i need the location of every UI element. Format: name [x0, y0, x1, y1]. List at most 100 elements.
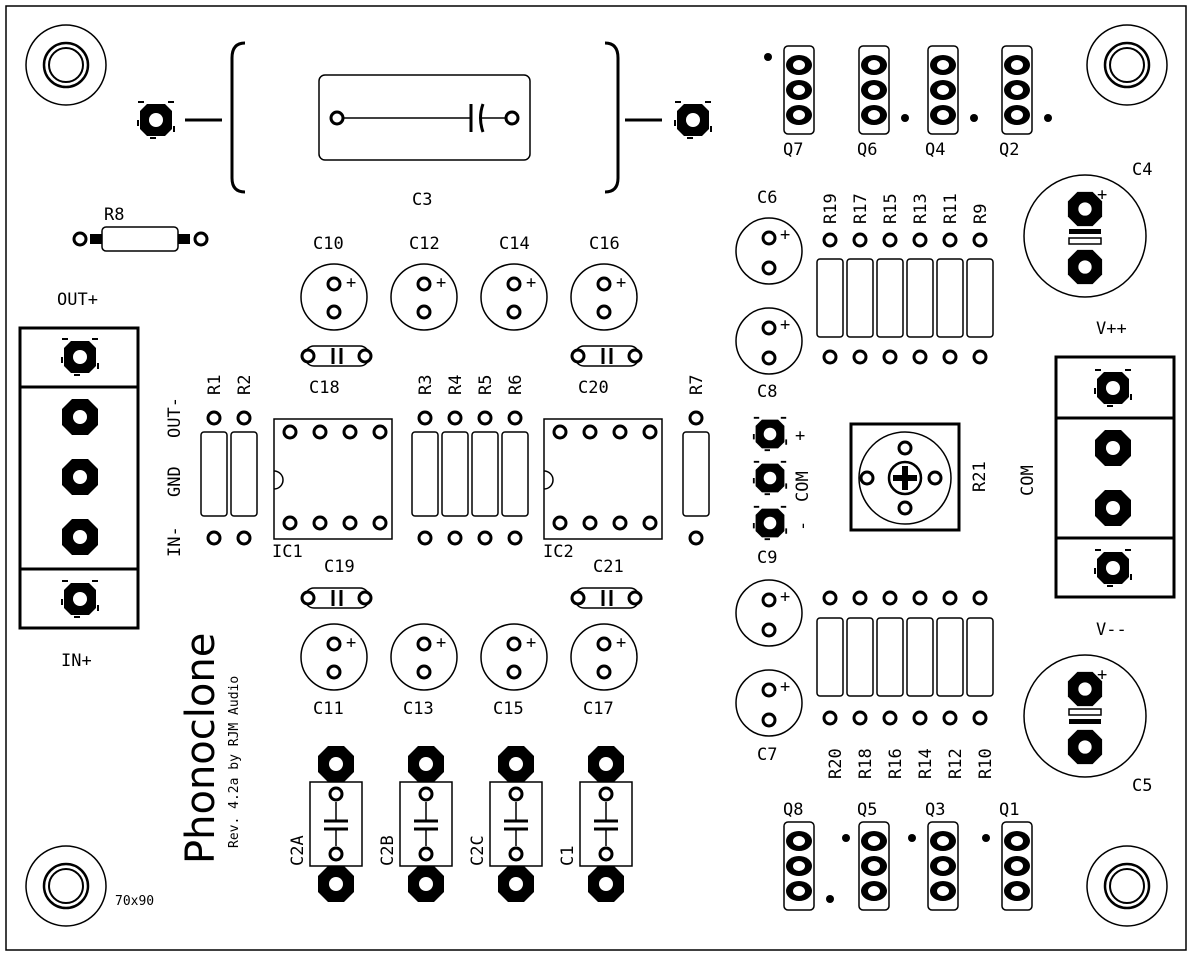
r6-label: R6: [506, 375, 526, 395]
mounting-hole-tl: [24, 23, 108, 107]
c12-label: C12: [409, 234, 440, 254]
svg-text:+: +: [436, 273, 446, 293]
transistors-top: [764, 45, 1052, 135]
r21-label: R21: [970, 461, 990, 492]
vpp-label: V++: [1096, 319, 1127, 339]
c1-label: C1: [558, 846, 578, 866]
c2c-label: C2C: [468, 835, 488, 866]
electrolytic-caps-right: + + + +: [735, 217, 803, 737]
r14-label: R14: [916, 748, 936, 779]
c6-label: C6: [757, 188, 777, 208]
mounting-hole-br: [1085, 844, 1169, 928]
r3-label: R3: [416, 375, 436, 395]
c10-label: C10: [313, 234, 344, 254]
q5-label: Q5: [857, 800, 877, 820]
c16-label: C16: [589, 234, 620, 254]
resistors-r1-r7: [200, 410, 710, 546]
c3-label: C3: [412, 190, 432, 210]
ic2-dip8: [543, 418, 663, 540]
vmm-label: V--: [1096, 620, 1127, 640]
q8-label: Q8: [783, 800, 803, 820]
mounting-hole-tr: [1085, 23, 1169, 107]
r8-label: R8: [104, 205, 124, 225]
r17-label: R17: [851, 193, 871, 224]
c4-capacitor: +: [1023, 174, 1147, 298]
film-caps-c18-c20: [300, 345, 643, 367]
r10-label: R10: [976, 748, 996, 779]
board-title: Phonoclone: [178, 633, 224, 864]
r15-label: R15: [881, 193, 901, 224]
svg-text:+: +: [526, 273, 536, 293]
c20-label: C20: [578, 378, 609, 398]
in-minus-label: IN-: [165, 526, 185, 557]
r12-label: R12: [946, 748, 966, 779]
io-terminal-block: [18, 326, 140, 630]
svg-text:+: +: [346, 633, 356, 653]
svg-text:+: +: [1097, 665, 1107, 685]
r4-label: R4: [446, 375, 466, 395]
ic1-dip8: [273, 418, 393, 540]
transistors-bottom: [783, 821, 1033, 911]
c5-label: C5: [1132, 776, 1152, 796]
resistor-bank-bottom: [816, 590, 994, 726]
svg-text:+: +: [780, 315, 790, 335]
r20-label: R20: [826, 748, 846, 779]
q6-label: Q6: [857, 140, 877, 160]
film-caps-c2-c1: [309, 746, 633, 902]
c9-com-label: COM: [793, 471, 813, 502]
r16-label: R16: [886, 748, 906, 779]
gnd-label: GND: [165, 466, 185, 497]
c18-label: C18: [309, 378, 340, 398]
c15-label: C15: [493, 699, 524, 719]
r19-label: R19: [821, 193, 841, 224]
c9-plus-label: +: [795, 426, 805, 446]
q1-label: Q1: [999, 800, 1019, 820]
svg-text:+: +: [1097, 185, 1107, 205]
c9-pads: [752, 416, 788, 541]
q7-label: Q7: [783, 140, 803, 160]
c21-label: C21: [593, 557, 624, 577]
c7-label: C7: [757, 745, 777, 765]
film-caps-c19-c21: [300, 587, 643, 609]
svg-text:+: +: [780, 587, 790, 607]
c2b-label: C2B: [378, 835, 398, 866]
r11-label: R11: [941, 193, 961, 224]
svg-text:+: +: [616, 273, 626, 293]
r5-label: R5: [476, 375, 496, 395]
r7-label: R7: [687, 375, 707, 395]
q3-label: Q3: [925, 800, 945, 820]
svg-text:+: +: [616, 633, 626, 653]
r18-label: R18: [856, 748, 876, 779]
mounting-hole-bl: [24, 844, 108, 928]
svg-text:+: +: [346, 273, 356, 293]
q2-label: Q2: [999, 140, 1019, 160]
c9-label: C9: [757, 548, 777, 568]
c14-label: C14: [499, 234, 530, 254]
c2a-label: C2A: [288, 835, 308, 866]
c3-capacitor: [137, 41, 712, 194]
r1-label: R1: [205, 375, 225, 395]
ic1-label: IC1: [272, 542, 303, 562]
ic2-label: IC2: [543, 542, 574, 562]
q4-label: Q4: [925, 140, 945, 160]
out-minus-label: OUT-: [165, 397, 185, 438]
c17-label: C17: [583, 699, 614, 719]
power-com-label: COM: [1018, 465, 1038, 496]
c19-label: C19: [324, 557, 355, 577]
svg-text:+: +: [780, 677, 790, 697]
r13-label: R13: [911, 193, 931, 224]
power-terminal-block: [1054, 355, 1176, 599]
c4-label: C4: [1132, 160, 1152, 180]
in-plus-label: IN+: [61, 651, 92, 671]
c9-minus-label: -: [793, 521, 813, 531]
electrolytic-caps-bottom: + + + +: [300, 623, 638, 691]
resistor-bank-top: [816, 232, 994, 365]
r21-trimmer: [849, 422, 961, 532]
svg-text:+: +: [526, 633, 536, 653]
r8-resistor: [72, 226, 209, 252]
out-plus-label: OUT+: [57, 290, 98, 310]
c8-label: C8: [757, 382, 777, 402]
c11-label: C11: [313, 699, 344, 719]
c13-label: C13: [403, 699, 434, 719]
